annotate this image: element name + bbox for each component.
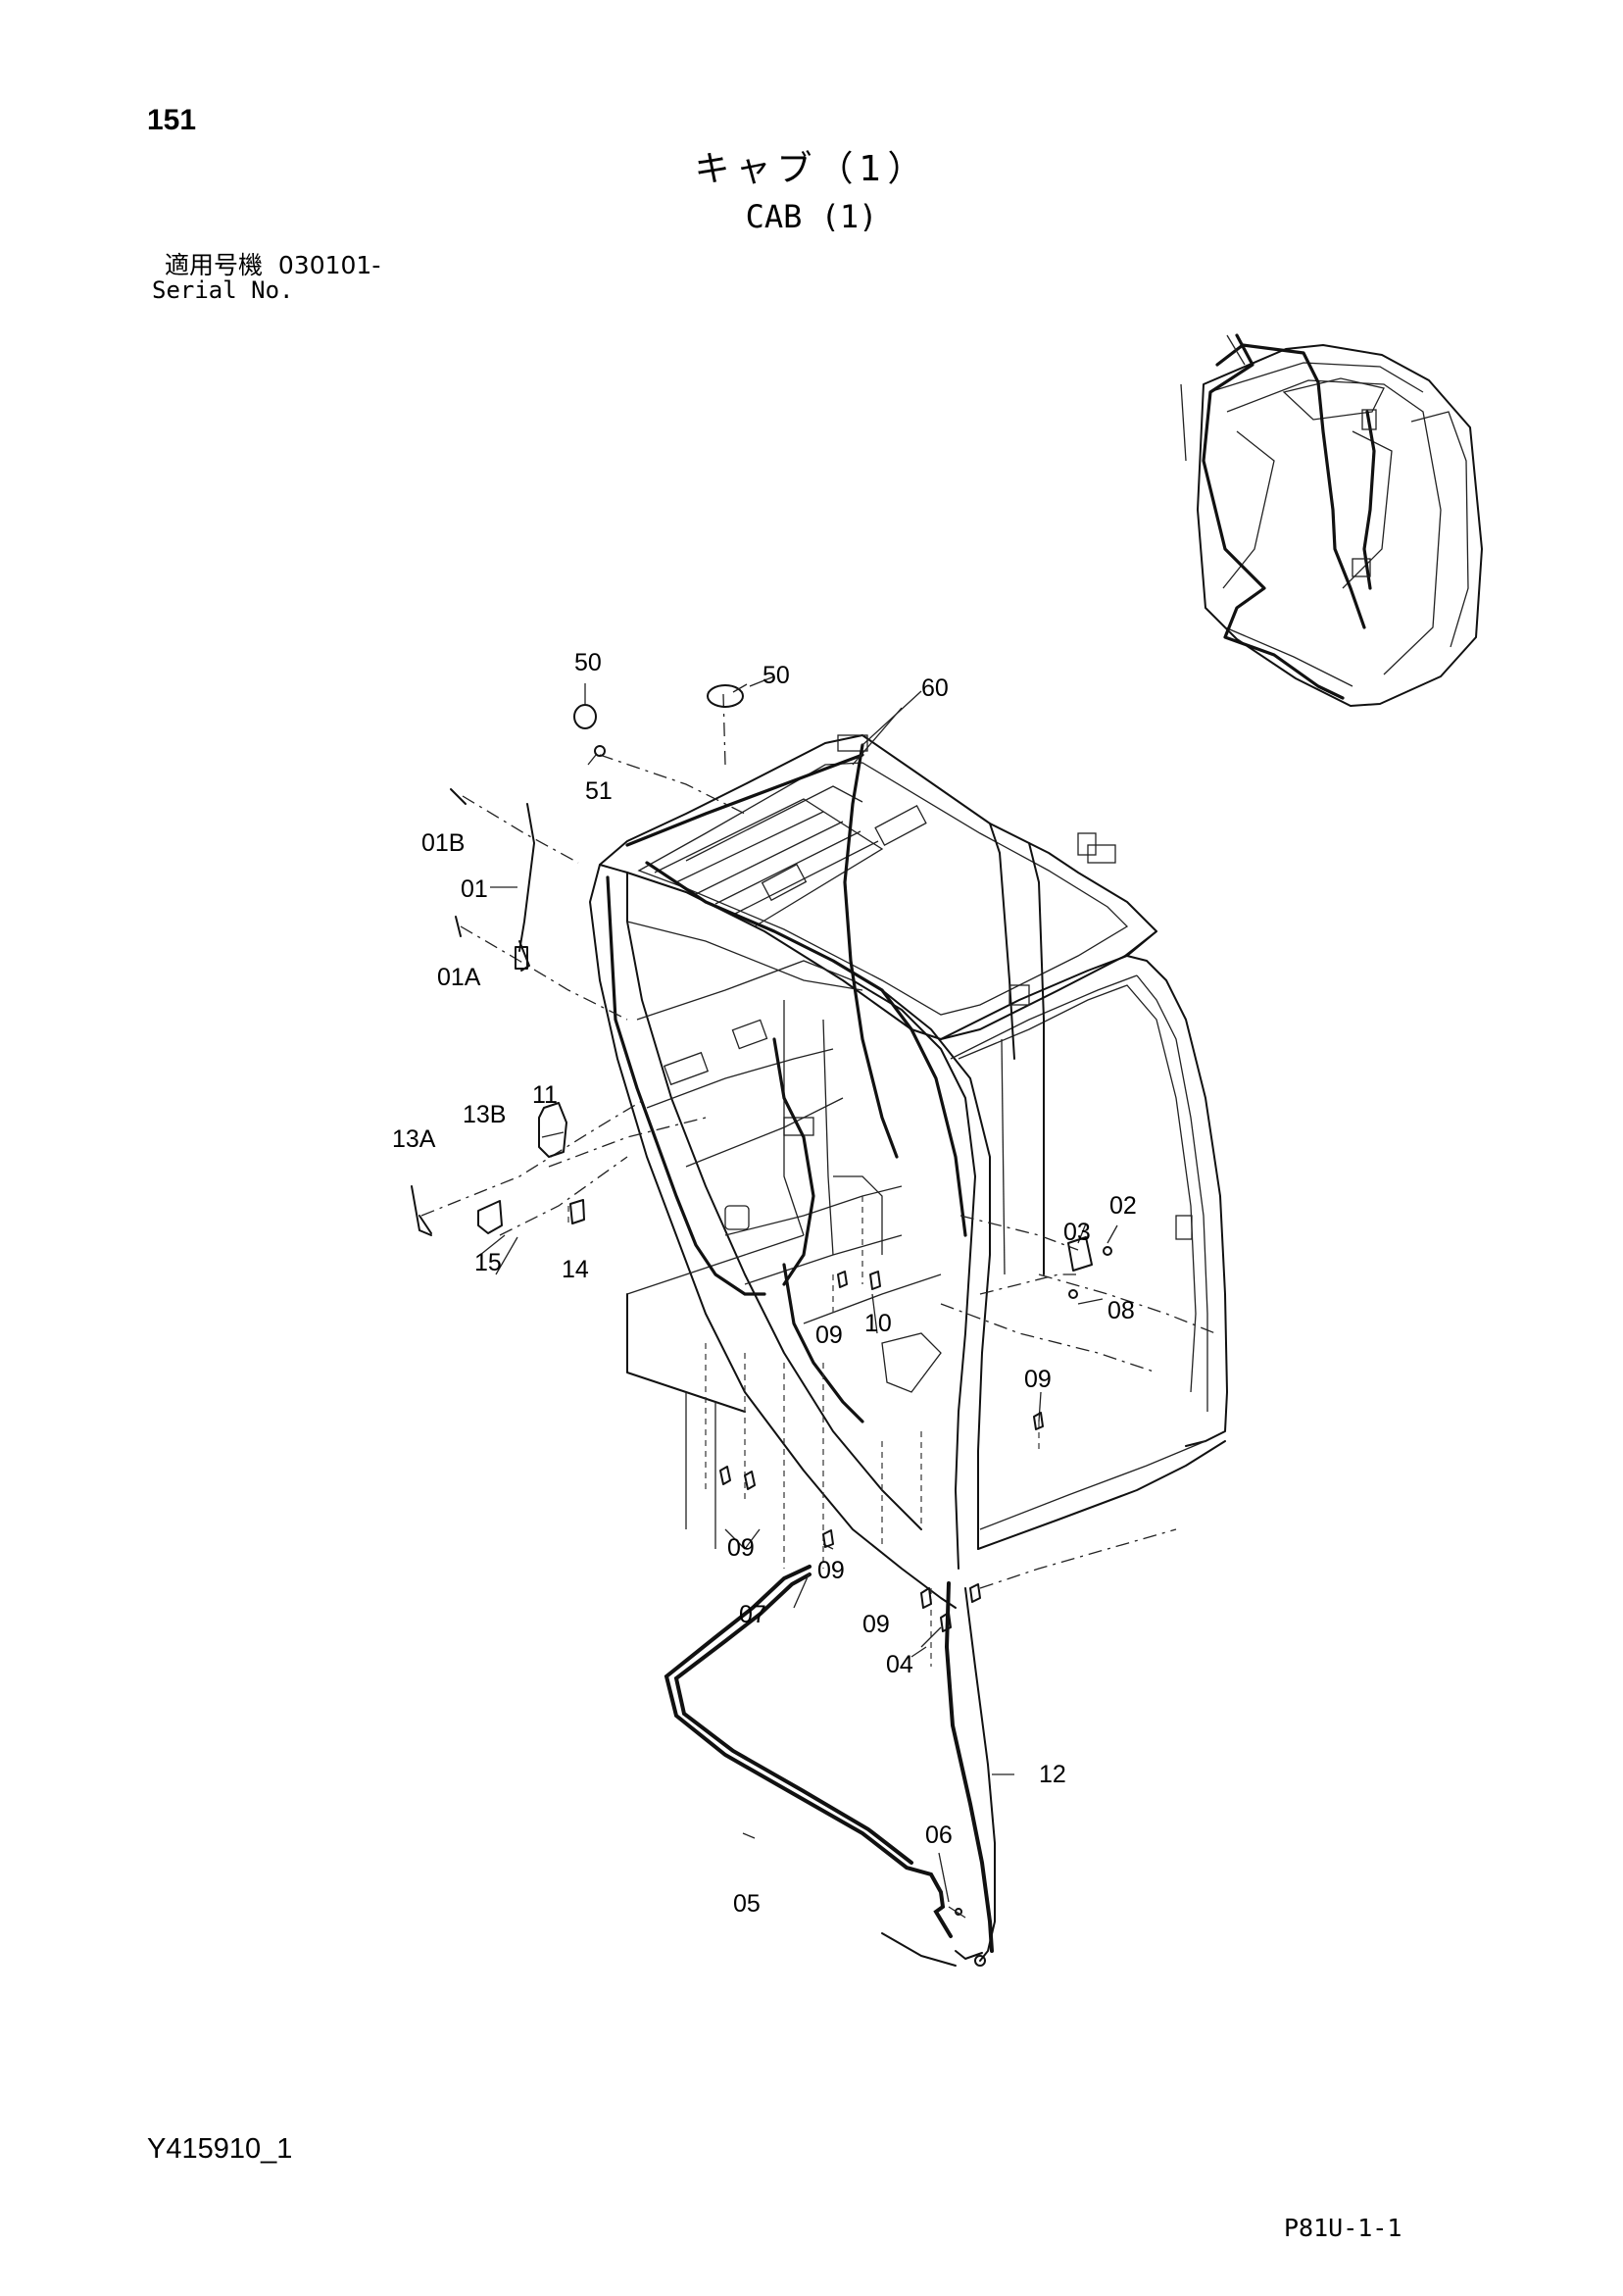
callout-01: 01 — [461, 875, 488, 903]
callout-50-upper: 50 — [574, 649, 602, 676]
wire-harness — [606, 743, 967, 1423]
callout-50-right: 50 — [762, 662, 790, 689]
callout-09-lower-right: 09 — [862, 1611, 890, 1638]
callout-11: 11 — [532, 1081, 558, 1109]
callout-08: 08 — [1107, 1297, 1135, 1324]
callout-15: 15 — [474, 1249, 502, 1276]
small-parts — [411, 684, 1112, 1632]
callout-labels: 50 50 60 51 01B 01 01A 11 13B 13A 15 14 … — [392, 649, 1137, 1918]
door-seals — [664, 1565, 996, 1967]
title-english: CAB (1) — [745, 198, 878, 235]
callout-09-middle-bottom: 09 — [817, 1557, 845, 1584]
callout-13a: 13A — [392, 1125, 436, 1153]
callout-03: 03 — [1063, 1219, 1091, 1246]
drawing-code: Y415910_1 — [147, 2133, 293, 2165]
callout-01a: 01A — [437, 964, 481, 991]
callout-09-center: 09 — [815, 1322, 843, 1349]
serial-label-japanese: 適用号機 030101- — [165, 251, 381, 279]
callout-leaders — [584, 683, 1014, 1903]
page-code: P81U-1-1 — [1284, 2214, 1402, 2242]
title-japanese: キャブ（1） — [694, 149, 929, 189]
callout-60: 60 — [921, 674, 949, 702]
callout-14: 14 — [562, 1256, 589, 1283]
callout-07: 07 — [739, 1601, 766, 1628]
callout-12: 12 — [1039, 1761, 1066, 1788]
callout-13b: 13B — [463, 1101, 506, 1128]
callout-01b: 01B — [421, 829, 465, 857]
callout-05: 05 — [733, 1890, 761, 1918]
callout-51: 51 — [585, 777, 613, 805]
inset-cab-view — [1180, 333, 1483, 707]
page-number: 151 — [147, 104, 197, 136]
leader-lines — [420, 675, 1118, 1667]
cab-frame — [589, 734, 1228, 1609]
callout-06: 06 — [925, 1822, 953, 1849]
callout-10: 10 — [864, 1310, 892, 1337]
callout-02: 02 — [1109, 1192, 1137, 1220]
serial-label-english: Serial No. — [152, 276, 294, 304]
callout-04: 04 — [886, 1651, 913, 1678]
callout-09-right: 09 — [1024, 1366, 1052, 1393]
callout-09-left-bottom: 09 — [727, 1534, 755, 1562]
